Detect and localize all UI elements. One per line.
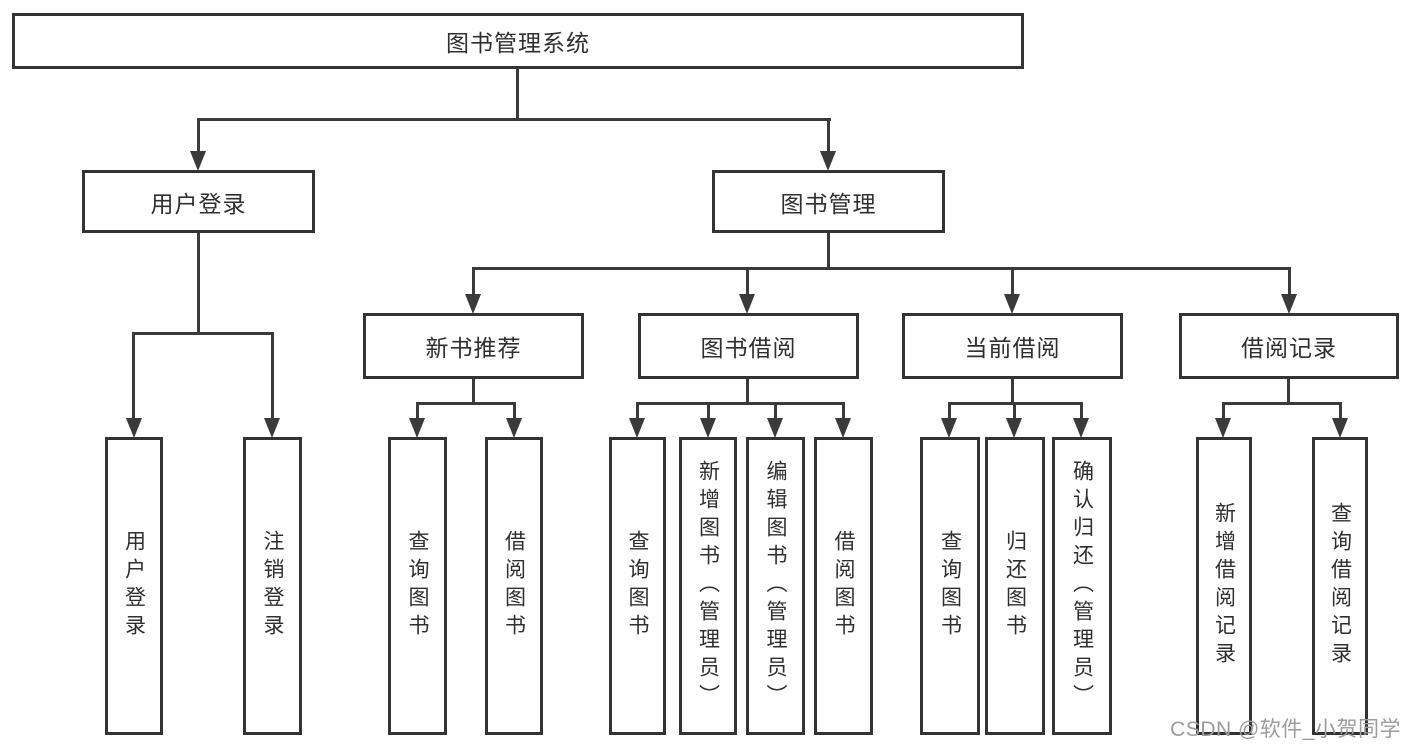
arrow-down-icon xyxy=(1073,418,1089,438)
connector-line xyxy=(1287,379,1290,405)
connector-line xyxy=(1080,402,1083,419)
arrow-down-icon xyxy=(1006,418,1022,438)
node-leaf-confirm-return-admin: 确认归还（管理员） xyxy=(1052,437,1112,735)
connector-line xyxy=(746,379,749,405)
connector-line xyxy=(516,69,519,121)
node-new-book-recommend: 新书推荐 xyxy=(363,313,584,379)
arrow-down-icon xyxy=(767,418,783,438)
node-leaf-add-borrow-record-label: 新增借阅记录 xyxy=(1212,502,1236,670)
node-borrowing-records: 借阅记录 xyxy=(1179,313,1399,379)
connector-line xyxy=(1339,402,1342,419)
connector-line xyxy=(1288,267,1291,295)
connector-line xyxy=(1222,402,1225,419)
arrow-down-icon xyxy=(835,418,851,438)
arrow-down-icon xyxy=(1281,294,1297,314)
node-leaf-borrow-books-recommend: 借阅图书 xyxy=(485,437,543,735)
connector-line xyxy=(636,402,845,405)
node-leaf-add-book-admin-label: 新增图书（管理员） xyxy=(696,460,720,712)
node-leaf-confirm-return-admin-label: 确认归还（管理员） xyxy=(1070,460,1094,712)
node-current-borrowing: 当前借阅 xyxy=(902,313,1123,379)
connector-line xyxy=(842,402,845,419)
connector-line xyxy=(636,402,639,419)
connector-line xyxy=(271,332,274,419)
node-leaf-query-books-recommend: 查询图书 xyxy=(388,437,447,735)
node-leaf-add-book-admin: 新增图书（管理员） xyxy=(679,437,737,735)
node-book-borrowing: 图书借阅 xyxy=(638,313,859,379)
node-root-label: 图书管理系统 xyxy=(446,30,590,56)
arrow-down-icon xyxy=(700,418,716,438)
node-root: 图书管理系统 xyxy=(12,13,1024,69)
node-leaf-edit-book-admin-label: 编辑图书（管理员） xyxy=(764,460,787,712)
connector-line xyxy=(1011,379,1014,405)
node-user-login-label: 用户登录 xyxy=(150,190,247,217)
connector-line xyxy=(197,233,200,335)
connector-line xyxy=(472,267,475,295)
connector-line xyxy=(827,118,830,152)
node-leaf-user-login: 用户登录 xyxy=(105,437,163,735)
node-leaf-add-borrow-record: 新增借阅记录 xyxy=(1196,437,1252,735)
node-leaf-user-login-label: 用户登录 xyxy=(122,530,146,642)
connector-line xyxy=(774,402,777,419)
watermark: CSDN @软件_小贺同学 xyxy=(1170,718,1401,741)
node-leaf-query-books-recommend-label: 查询图书 xyxy=(406,530,429,642)
arrow-down-icon xyxy=(1332,418,1348,438)
node-borrowing-records-label: 借阅记录 xyxy=(1241,335,1337,361)
arrow-down-icon xyxy=(409,418,425,438)
arrow-down-icon xyxy=(465,294,481,314)
arrow-down-icon xyxy=(1215,418,1231,438)
connector-line xyxy=(132,332,135,419)
arrow-down-icon xyxy=(506,418,522,438)
node-book-borrowing-label: 图书借阅 xyxy=(700,335,797,361)
node-leaf-return-book: 归还图书 xyxy=(985,437,1045,735)
connector-line xyxy=(472,267,1291,270)
arrow-down-icon xyxy=(739,294,755,314)
node-user-login: 用户登录 xyxy=(82,170,315,233)
connector-line xyxy=(827,233,830,270)
node-current-borrowing-label: 当前借阅 xyxy=(964,335,1061,361)
arrow-down-icon xyxy=(264,418,280,438)
arrow-down-icon xyxy=(820,151,836,171)
connector-line xyxy=(1222,402,1342,405)
arrow-down-icon xyxy=(629,418,645,438)
node-leaf-logout: 注销登录 xyxy=(243,437,302,735)
connector-line xyxy=(197,118,200,152)
node-leaf-edit-book-admin: 编辑图书（管理员） xyxy=(746,437,805,735)
connector-line xyxy=(948,402,951,419)
connector-line xyxy=(416,402,516,405)
node-leaf-borrow-books-recommend-label: 借阅图书 xyxy=(502,530,526,642)
connector-line xyxy=(416,402,419,419)
node-leaf-borrow-books-label: 借阅图书 xyxy=(832,530,855,642)
connector-line xyxy=(513,402,516,419)
node-book-management: 图书管理 xyxy=(712,170,945,233)
connector-line xyxy=(1011,267,1014,295)
node-leaf-borrow-books: 借阅图书 xyxy=(814,437,873,735)
connector-line xyxy=(132,332,274,335)
arrow-down-icon xyxy=(190,151,206,171)
node-leaf-query-books-current: 查询图书 xyxy=(920,437,980,735)
connector-line xyxy=(746,267,749,295)
node-leaf-query-books-borrowing-label: 查询图书 xyxy=(626,530,649,642)
connector-line xyxy=(1013,402,1016,419)
node-leaf-query-books-borrowing: 查询图书 xyxy=(609,437,666,735)
node-leaf-query-books-current-label: 查询图书 xyxy=(938,530,962,642)
arrow-down-icon xyxy=(1004,294,1020,314)
node-leaf-return-book-label: 归还图书 xyxy=(1003,530,1027,642)
node-new-book-recommend-label: 新书推荐 xyxy=(425,335,522,361)
node-leaf-query-borrow-record-label: 查询借阅记录 xyxy=(1328,502,1352,670)
connector-line xyxy=(472,379,475,405)
connector-line xyxy=(197,118,831,121)
node-leaf-logout-label: 注销登录 xyxy=(261,530,284,642)
node-leaf-query-borrow-record: 查询借阅记录 xyxy=(1312,437,1368,735)
arrow-down-icon xyxy=(941,418,957,438)
arrow-down-icon xyxy=(126,418,142,438)
connector-line xyxy=(707,402,710,419)
node-book-management-label: 图书管理 xyxy=(780,190,877,217)
